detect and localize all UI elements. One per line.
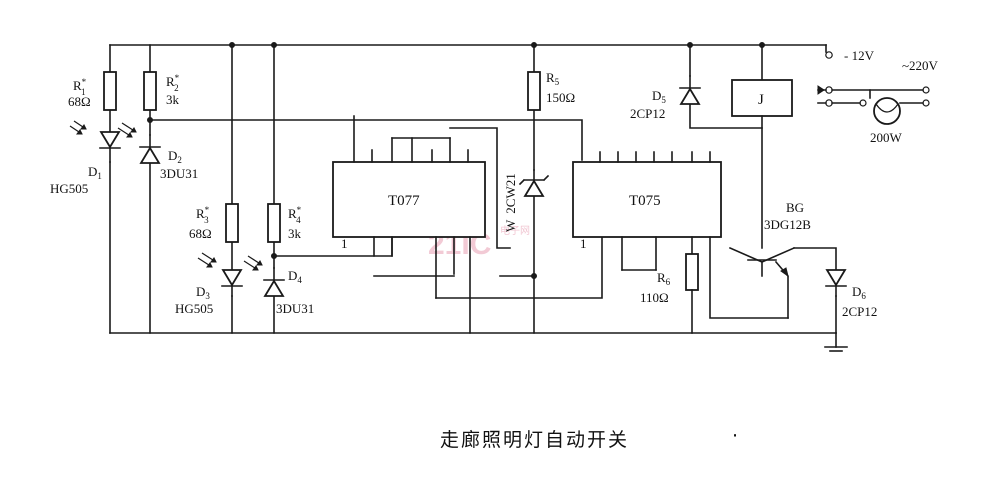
zener-w (523, 179, 545, 197)
ac-arrow (817, 85, 825, 95)
chip-t077-pin1-mark: 1 (341, 236, 348, 251)
chip-t077-body (332, 161, 486, 238)
branch-r2-d2 (117, 44, 583, 334)
labels: R*1 68Ω R*2 3k D1 HG505 D2 3DU31 R*3 68Ω… (50, 48, 939, 451)
label-d5: D5 (652, 88, 666, 105)
value-r4: 3k (288, 226, 302, 241)
branch-d5-relay: J (679, 42, 793, 249)
diode-d3 (221, 269, 243, 287)
net-d2-to-t075 (149, 119, 583, 161)
lamp-circuit (817, 85, 930, 125)
chip-t075-body (572, 161, 722, 238)
value-r5: 150Ω (546, 90, 575, 105)
figure-caption: 走廊照明灯自动开关 (440, 429, 629, 451)
label-r3: R*3 (196, 205, 210, 225)
label-d4: D4 (288, 268, 302, 285)
net-t077-out (449, 127, 511, 249)
part-bg: 3DG12B (764, 217, 811, 232)
part-d2: 3DU31 (160, 166, 198, 181)
part-d6: 2CP12 (842, 304, 877, 319)
diode-d1 (99, 131, 121, 149)
branch-r1-d1 (69, 44, 121, 334)
label-d6: D6 (852, 284, 866, 301)
resistor-r2 (143, 71, 157, 111)
photodiode-d4 (263, 279, 285, 297)
resistor-r1 (103, 71, 117, 111)
relay-label: J (758, 92, 764, 108)
chip-t075-pin1-mark: 1 (580, 236, 587, 251)
resistor-r6 (685, 253, 699, 291)
photodiode-d2 (139, 146, 161, 164)
branch-r3-d3 (197, 42, 243, 334)
resistor-r5 (527, 71, 541, 111)
chip-t077: T077 1 (332, 115, 603, 334)
label-load: 200W (870, 130, 903, 145)
net-t077-to-t075 (435, 236, 603, 299)
part-d4: 3DU31 (276, 301, 314, 316)
power-rails (109, 44, 848, 352)
value-r1: 68Ω (68, 94, 91, 109)
label-r4: R*4 (288, 205, 302, 225)
label-r2: R*2 (166, 73, 180, 93)
chip-t075-label: T075 (629, 193, 661, 209)
transistor-bg (728, 246, 796, 319)
lamp-200w (873, 97, 901, 125)
supply-terminal (825, 51, 833, 59)
value-r2: 3k (166, 92, 180, 107)
watermark-sub: 电子网 (500, 224, 530, 237)
label-zener: W2CW21 (503, 173, 518, 232)
label-r1: R*1 (73, 77, 87, 97)
branch-d6 (793, 247, 847, 334)
label-d1: D1 (88, 164, 102, 181)
relay-j (731, 79, 793, 117)
value-r6: 110Ω (640, 290, 669, 305)
label-d3: D3 (196, 284, 210, 301)
label-supply-ac: ~220V (902, 58, 939, 73)
label-d2: D2 (168, 148, 182, 165)
diode-d6 (825, 269, 847, 287)
chip-t075: T075 1 (572, 151, 789, 334)
resistor-r4 (267, 203, 281, 243)
part-d1: HG505 (50, 181, 88, 196)
chip-t077-label: T077 (388, 193, 420, 209)
ac-terminal-d (922, 99, 930, 107)
part-d5: 2CP12 (630, 106, 665, 121)
label-supply-dc: - 12V (844, 48, 875, 63)
diode-d5 (679, 87, 701, 105)
caption-mark: · (732, 425, 740, 447)
branch-r5-w (499, 42, 550, 334)
label-r6: R6 (657, 270, 671, 287)
ac-terminal-c (922, 86, 930, 94)
label-r5: R5 (546, 70, 560, 87)
part-d3: HG505 (175, 301, 213, 316)
label-bg: BG (786, 200, 804, 215)
value-r3: 68Ω (189, 226, 212, 241)
resistor-r3 (225, 203, 239, 243)
